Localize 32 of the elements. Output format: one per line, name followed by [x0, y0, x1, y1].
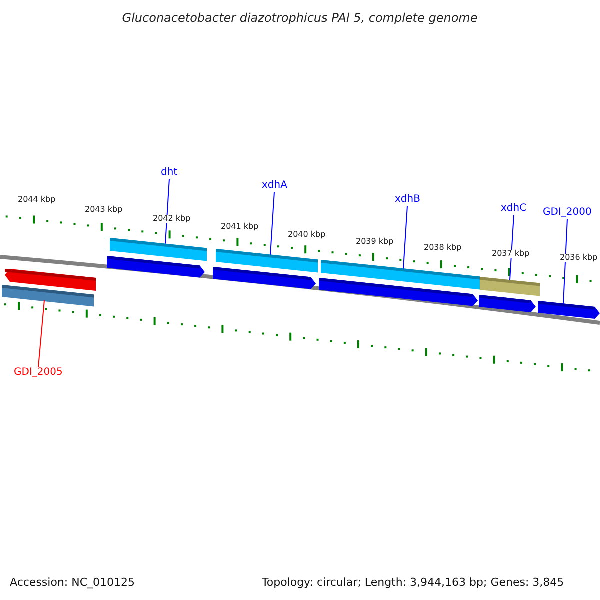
scale-label: 2041 kbp	[221, 223, 259, 231]
diagram-title: Gluconacetobacter diazotrophicus PAl 5, complete genome	[121, 12, 479, 24]
scale-label: 2037 kbp	[492, 250, 530, 258]
scale-label: 2043 kbp	[85, 206, 123, 214]
gene-bar	[321, 260, 480, 290]
gene-bar	[5, 268, 96, 291]
scale-label: 2042 kbp	[153, 215, 191, 223]
scale-label: 2044 kbp	[18, 196, 56, 204]
gene-bar	[538, 301, 600, 320]
scale-label: 2039 kbp	[356, 238, 394, 246]
leader-line	[38, 300, 45, 368]
scale-label: 2040 kbp	[288, 231, 326, 239]
gene-bar	[107, 256, 205, 278]
gene-label: xdhB	[395, 195, 420, 205]
leader-line	[270, 192, 275, 256]
leader-line	[563, 218, 568, 304]
footer-note: Accession: NC_010125	[10, 577, 136, 588]
gene-bar	[216, 249, 318, 273]
gene-bar	[480, 276, 540, 296]
scale-label: 2038 kbp	[424, 244, 462, 252]
leader-line	[403, 206, 408, 270]
scale-label: 2036 kbp	[560, 254, 598, 262]
gene-label: dht	[161, 168, 178, 178]
gene-label: xdhC	[501, 204, 527, 214]
gene-label: xdhA	[262, 181, 288, 191]
gene-label: GDI_2005	[14, 368, 63, 378]
gene-bar	[110, 238, 207, 262]
leader-line	[165, 178, 170, 244]
gene-label: GDI_2000	[543, 208, 592, 218]
footer-note: Topology: circular; Length: 3,944,163 bp; Genes: 3,845	[262, 577, 564, 588]
leader-line	[510, 214, 514, 280]
gene-bar	[479, 295, 536, 312]
